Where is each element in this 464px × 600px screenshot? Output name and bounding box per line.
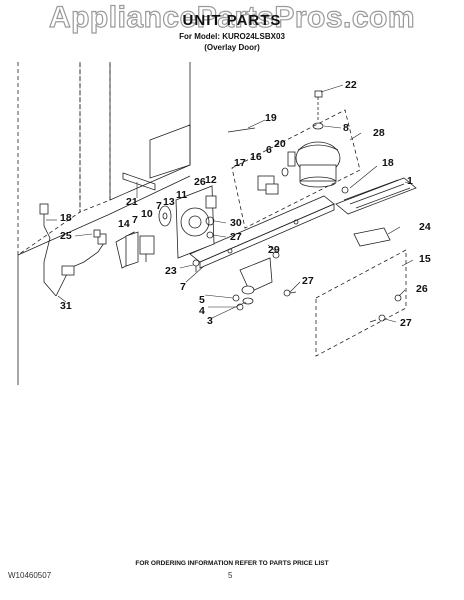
callout-2: 3 bbox=[207, 315, 213, 327]
part-28-compressor-box bbox=[231, 109, 361, 229]
compressor bbox=[295, 141, 341, 188]
part-25-connector bbox=[93, 229, 101, 238]
part-5-clip bbox=[281, 167, 289, 177]
callout-5: 6 bbox=[266, 144, 272, 156]
callout-28: 28 bbox=[373, 127, 385, 139]
model-line: For Model: KURO24LSBX03 bbox=[179, 32, 285, 41]
part-11-fan-shroud bbox=[175, 185, 215, 259]
part-1-drain-pan bbox=[335, 177, 417, 215]
callout-4: 5 bbox=[199, 294, 205, 306]
callout-14: 13 bbox=[163, 196, 175, 208]
callout-16: 16 bbox=[250, 151, 262, 163]
callout-24: 24 bbox=[419, 221, 431, 233]
part-6-base-rail bbox=[189, 195, 335, 269]
callout-18: 18 bbox=[382, 157, 394, 169]
part-31-harness bbox=[55, 233, 107, 297]
callout-31: 31 bbox=[60, 300, 72, 312]
callout-19: 18 bbox=[60, 212, 72, 224]
callout-27-a: 27 bbox=[302, 275, 314, 287]
callout-26-a: 26 bbox=[416, 283, 428, 295]
callout-3: 4 bbox=[199, 305, 205, 317]
callout-9: 22 bbox=[345, 79, 357, 91]
part-4-washer bbox=[232, 294, 240, 302]
callout-17: 17 bbox=[234, 157, 246, 169]
callout-13: 14 bbox=[118, 218, 130, 230]
callout-labels: 22 8 28 19 6 20 17 16 18 1 24 15 29 27 2… bbox=[60, 79, 431, 329]
callout-1: 1 bbox=[407, 175, 413, 187]
callout-7-a: 7 bbox=[156, 200, 162, 212]
callout-27-c: 27 bbox=[230, 231, 242, 243]
callout-7-b: 7 bbox=[132, 214, 138, 226]
part-21-cover bbox=[287, 151, 296, 167]
callout-29: 29 bbox=[268, 244, 280, 256]
callout-15: 15 bbox=[419, 253, 431, 265]
callout-6: 7 bbox=[180, 281, 186, 293]
callout-22: 21 bbox=[126, 196, 138, 208]
exploded-parts-diagram: 22 8 28 19 6 20 17 16 18 1 24 15 29 27 2… bbox=[17, 62, 431, 385]
callout-21: 20 bbox=[274, 138, 286, 150]
part-27-screw-b bbox=[369, 314, 386, 323]
callout-12: 12 bbox=[205, 174, 217, 186]
callout-10: 10 bbox=[141, 208, 153, 220]
door-type: (Overlay Door) bbox=[204, 43, 260, 52]
part-2-leg bbox=[239, 257, 273, 305]
callout-25: 25 bbox=[60, 230, 72, 242]
callout-30: 30 bbox=[230, 217, 242, 229]
part-29-screw bbox=[272, 251, 280, 259]
part-23-screw bbox=[192, 259, 200, 272]
part-18-grommet bbox=[341, 186, 349, 194]
part-7-hinge-left bbox=[125, 231, 139, 267]
ordering-note: FOR ORDERING INFORMATION REFER TO PARTS … bbox=[135, 560, 329, 567]
callout-11: 11 bbox=[176, 189, 187, 201]
part-19-wire bbox=[39, 203, 57, 297]
part-26-screw-b bbox=[394, 294, 402, 302]
callout-8: 8 bbox=[343, 122, 349, 134]
page-title: UNIT PARTS bbox=[182, 12, 282, 29]
document-number: W10460507 bbox=[8, 571, 52, 580]
part-14-fan-blade bbox=[158, 205, 172, 227]
callout-27-b: 27 bbox=[400, 317, 412, 329]
leader-lines bbox=[46, 84, 414, 323]
part-10-fan-motor bbox=[139, 235, 155, 262]
part-27-screw-a bbox=[283, 289, 297, 297]
callout-20: 19 bbox=[265, 112, 277, 124]
part-17-overload bbox=[265, 183, 279, 195]
model-subtitle: For Model: KURO24LSBX03 (Overlay Door) bbox=[0, 31, 464, 53]
page-number: 5 bbox=[228, 571, 233, 580]
part-9-screw bbox=[314, 90, 323, 120]
callout-26-b: 26 bbox=[194, 176, 206, 188]
part-30-spring bbox=[205, 216, 215, 226]
part-15-rear-panel bbox=[315, 249, 407, 357]
part-22-bracket bbox=[122, 172, 156, 191]
part-12-mount bbox=[205, 195, 217, 209]
watermark: AppliancePartsPros.com bbox=[48, 0, 416, 34]
part-20-rod bbox=[227, 127, 256, 133]
callout-23: 23 bbox=[165, 265, 177, 277]
part-24-pad bbox=[353, 227, 391, 247]
